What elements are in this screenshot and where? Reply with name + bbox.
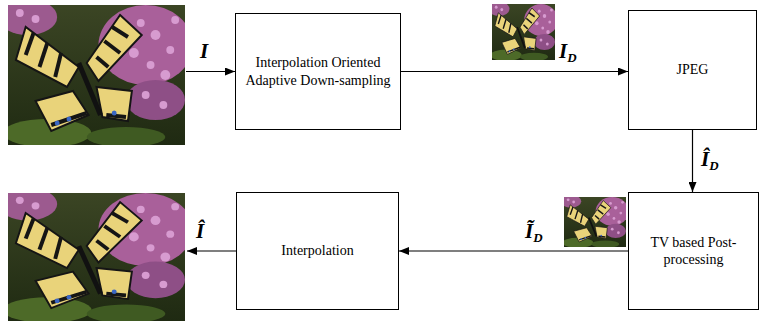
signal-symbol: ĨD <box>524 220 544 243</box>
box-content: TV based Post-processing <box>629 234 758 269</box>
postprocessed-photo <box>561 195 629 248</box>
box-label: TV based Post-processing <box>629 234 758 269</box>
signal-symbol: Î <box>195 220 205 243</box>
signal-symbol: ÎD <box>700 148 720 171</box>
process-box: Interpolation <box>236 192 399 310</box>
box-label: Interpolation <box>273 242 361 260</box>
signal-symbol: ID <box>558 40 578 63</box>
box-label: Interpolation Oriented Adaptive Down-sam… <box>236 54 400 89</box>
box-content: Interpolation <box>273 242 361 260</box>
flow-arrow <box>692 130 693 192</box>
input-arrow <box>186 71 235 72</box>
flow-arrow <box>401 71 628 72</box>
flow-arrow <box>399 250 628 251</box>
downsampled-photo <box>489 2 558 61</box>
input-photo <box>0 0 193 147</box>
output-arrow <box>187 250 236 251</box>
output-photo <box>0 188 193 323</box>
box-content: JPEG <box>669 61 717 79</box>
process-box: TV based Post-processing <box>628 192 759 310</box>
box-label: JPEG <box>669 61 717 79</box>
signal-symbol: I <box>199 40 209 63</box>
box-content: Interpolation Oriented Adaptive Down-sam… <box>236 54 400 89</box>
process-box: JPEG <box>628 10 757 130</box>
process-box: Interpolation Oriented Adaptive Down-sam… <box>235 13 401 130</box>
